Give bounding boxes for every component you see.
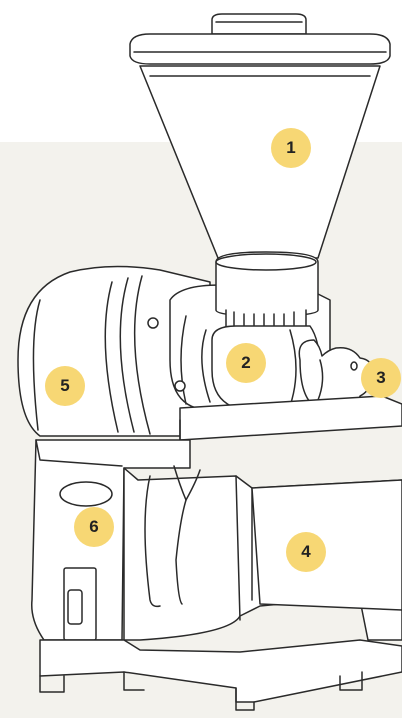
callout-badge-5-label: 5 <box>60 376 69 396</box>
callout-badge-6-label: 6 <box>89 517 98 537</box>
adjustment-ring <box>216 252 318 333</box>
callout-badge-3-label: 3 <box>376 368 385 388</box>
grounds-bin <box>252 480 402 610</box>
callout-badge-4-label: 4 <box>301 542 310 562</box>
hopper <box>140 66 380 258</box>
callout-badge-1-label: 1 <box>286 138 295 158</box>
base <box>40 640 402 710</box>
callout-badge-3: 3 <box>361 358 401 398</box>
front-label-oval <box>60 482 112 506</box>
power-switch <box>64 568 96 640</box>
callout-badge-2: 2 <box>226 343 266 383</box>
callout-badge-1: 1 <box>271 128 311 168</box>
callout-badge-4: 4 <box>286 532 326 572</box>
hopper-lid <box>130 14 390 64</box>
callout-badge-2-label: 2 <box>241 353 250 373</box>
callout-badge-6: 6 <box>74 507 114 547</box>
callout-badge-5: 5 <box>45 366 85 406</box>
